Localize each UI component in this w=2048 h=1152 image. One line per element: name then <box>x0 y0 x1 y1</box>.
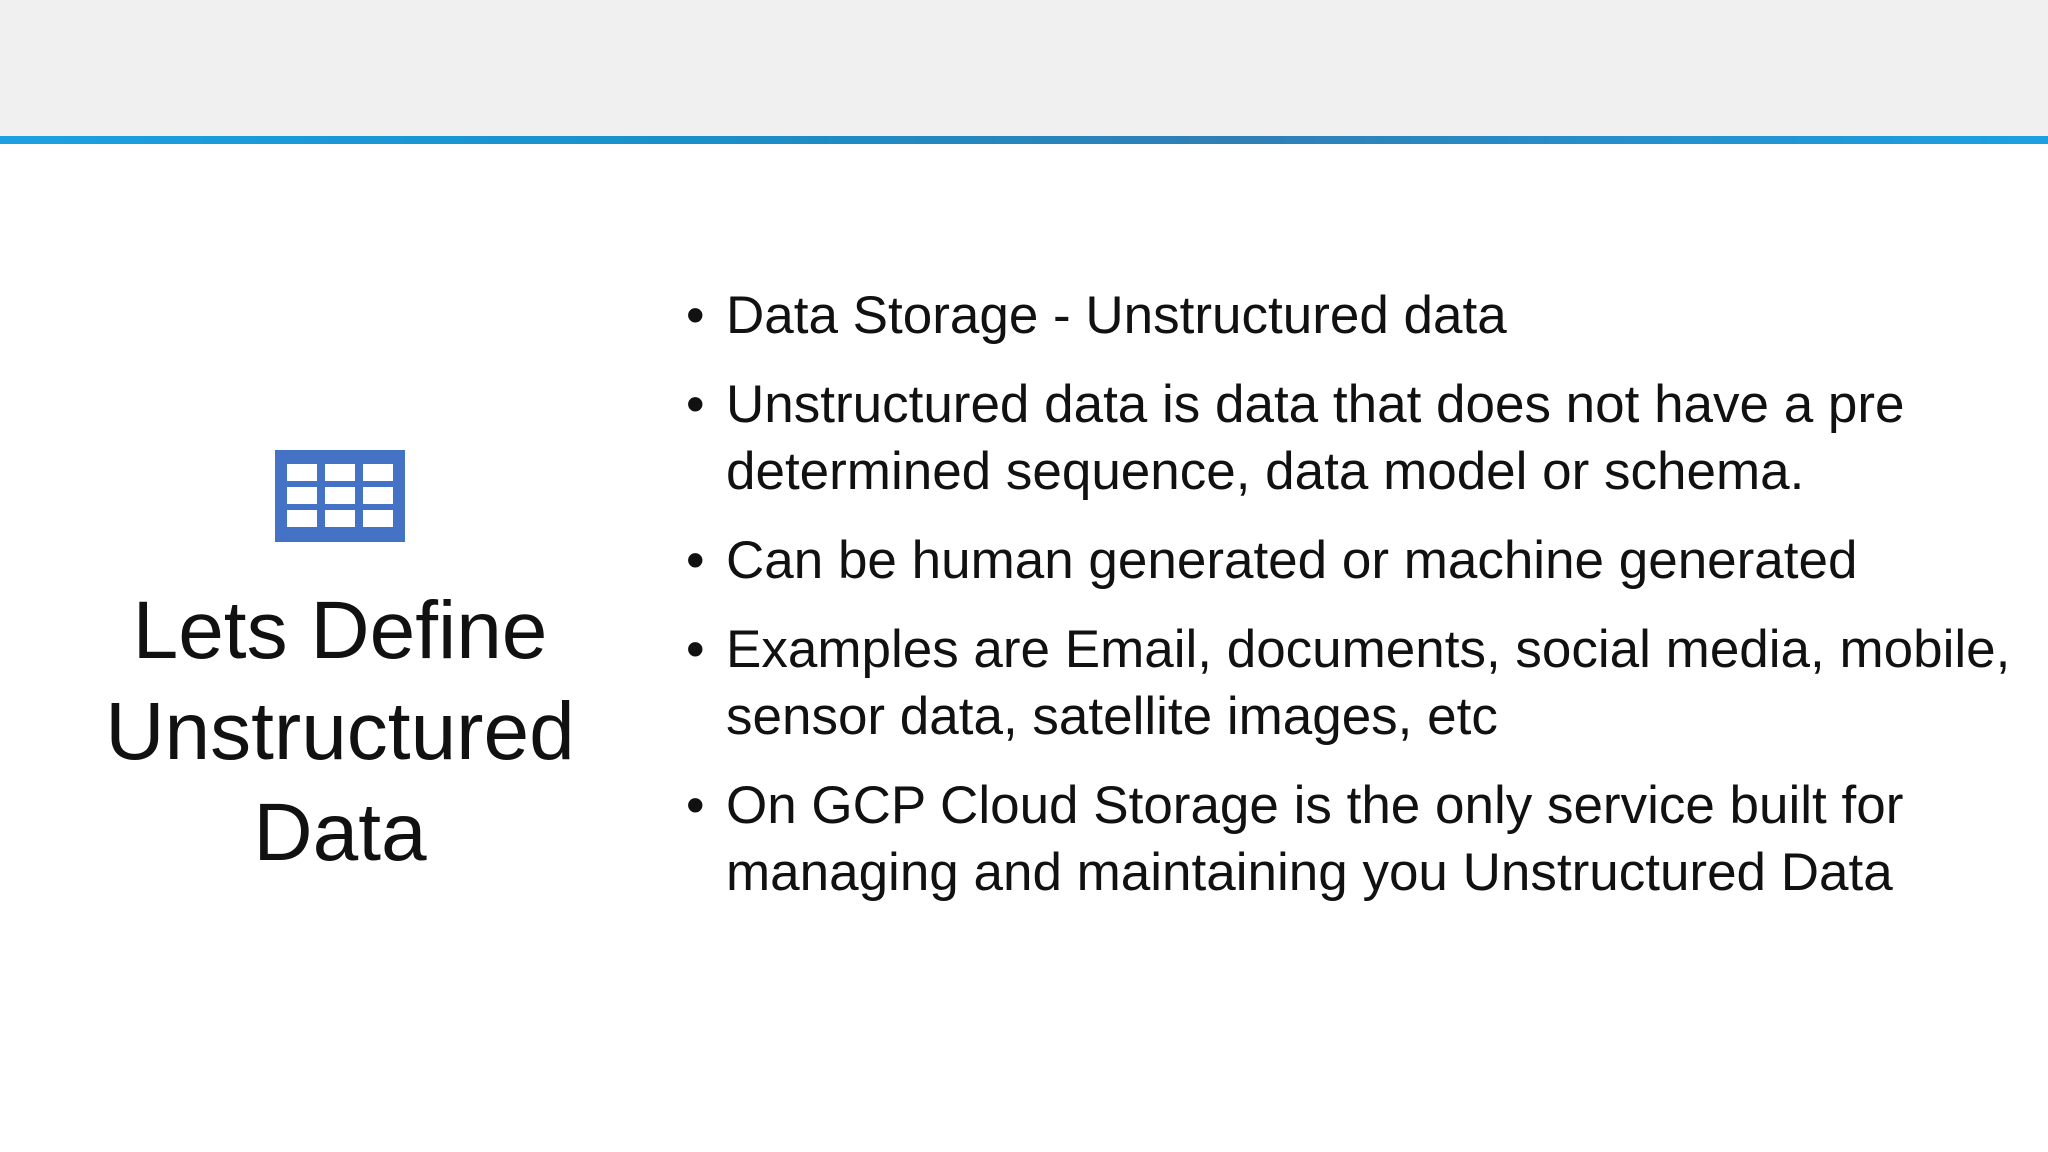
bullet-text: Data Storage - Unstructured data <box>726 286 1507 345</box>
bullet-dot: • <box>686 286 705 345</box>
accent-line <box>0 136 2048 144</box>
bullet-text: Can be human generated or machine genera… <box>726 531 1858 590</box>
bullet-text: On GCP Cloud Storage is the only service… <box>726 776 1904 902</box>
bullet-dot: • <box>686 375 705 434</box>
table-icon <box>275 450 405 542</box>
bullet-item: • Can be human generated or machine gene… <box>686 527 2026 594</box>
title-line: Unstructured <box>105 686 575 777</box>
bullet-item: • Examples are Email, documents, social … <box>686 616 2026 750</box>
bullet-list: • Data Storage - Unstructured data • Uns… <box>686 282 2026 928</box>
bullet-item: • Data Storage - Unstructured data <box>686 282 2026 349</box>
bullet-text: Examples are Email, documents, social me… <box>726 620 2011 746</box>
title-line: Data <box>253 787 427 878</box>
slide-title: Lets Define Unstructured Data <box>40 580 640 883</box>
bullet-item: • On GCP Cloud Storage is the only servi… <box>686 772 2026 906</box>
bullet-dot: • <box>686 776 705 835</box>
title-band <box>0 0 2048 136</box>
title-line: Lets Define <box>132 585 548 676</box>
bullet-dot: • <box>686 620 705 679</box>
bullet-dot: • <box>686 531 705 590</box>
left-panel: Lets Define Unstructured Data <box>40 450 640 883</box>
bullet-item: • Unstructured data is data that does no… <box>686 371 2026 505</box>
bullet-text: Unstructured data is data that does not … <box>726 375 1905 501</box>
